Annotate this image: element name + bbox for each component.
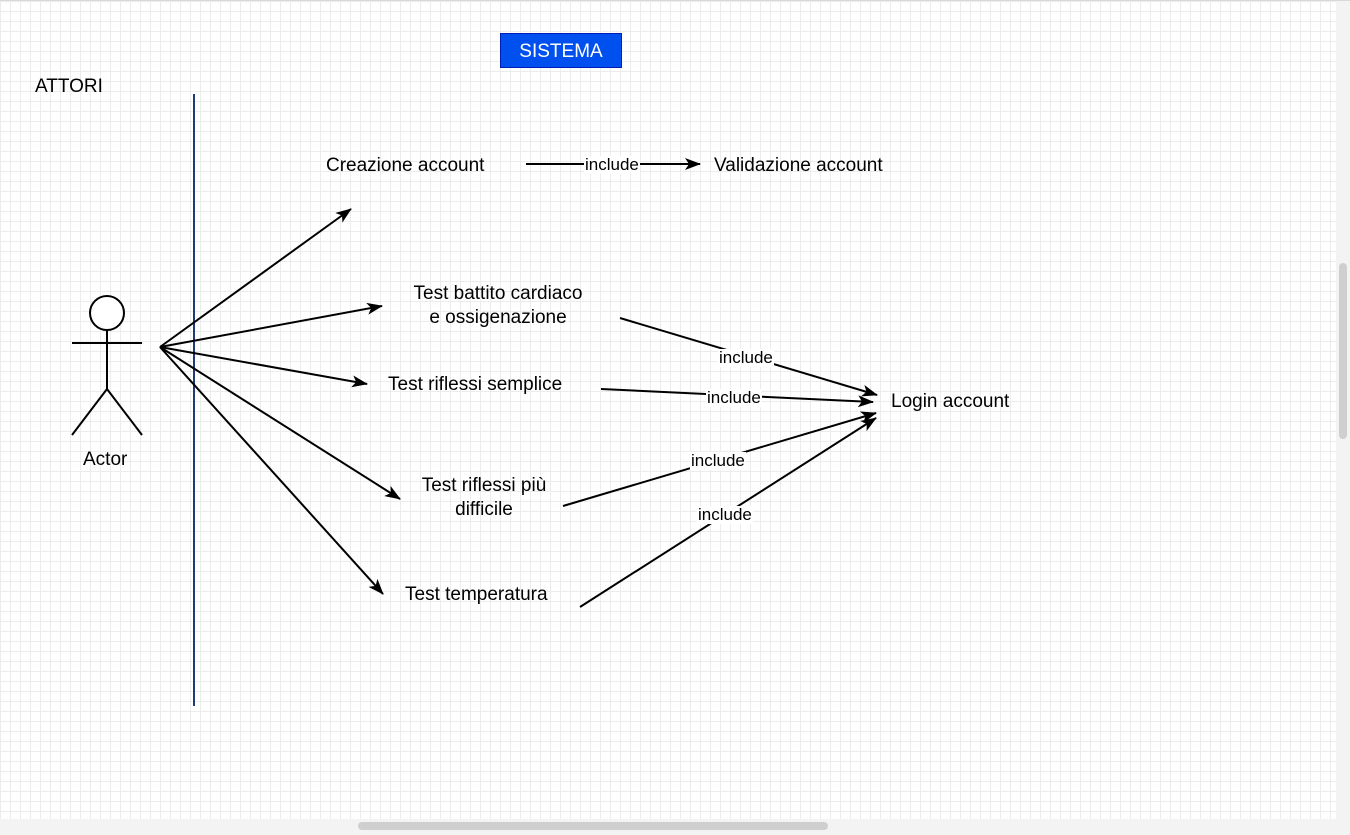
include-label-creazione-validazione: include	[584, 155, 640, 174]
actor-stick-figure[interactable]	[71, 295, 143, 436]
horizontal-scrollbar-thumb[interactable]	[358, 822, 828, 830]
use-case-test-battito[interactable]: Test battito cardiaco e ossigenazione	[398, 282, 598, 330]
include-label-riflessi-difficile-login: include	[690, 451, 746, 470]
use-case-test-battito-line1: Test battito cardiaco	[413, 283, 583, 304]
vertical-scrollbar-thumb[interactable]	[1339, 263, 1347, 439]
edge-actor-to-test-riflessi-difficile[interactable]	[159, 346, 401, 500]
use-case-test-riflessi-semplice[interactable]: Test riflessi semplice	[388, 374, 563, 395]
use-case-validazione-account[interactable]: Validazione account	[714, 155, 883, 176]
use-case-creazione-account[interactable]: Creazione account	[326, 155, 485, 176]
edge-actor-to-test-riflessi-semplice[interactable]	[159, 346, 368, 388]
diagram-edges	[71, 94, 878, 706]
use-case-test-battito-line2: e ossigenazione	[429, 307, 567, 328]
use-case-test-riflessi-difficile-line2: difficile	[455, 499, 513, 520]
use-case-test-temperatura[interactable]: Test temperatura	[405, 584, 548, 605]
include-label-riflessi-semplice-login: include	[706, 388, 762, 407]
edge-actor-to-test-battito[interactable]	[159, 302, 383, 348]
edge-actor-to-test-temperatura[interactable]	[159, 346, 384, 595]
system-label-box[interactable]: SISTEMA	[500, 33, 622, 68]
use-case-test-riflessi-difficile-line1: Test riflessi più	[421, 475, 547, 496]
use-case-login-account[interactable]: Login account	[891, 391, 1010, 412]
actors-heading: ATTORI	[35, 76, 103, 97]
actor-name-label: Actor	[83, 449, 128, 470]
include-label-temperatura-login: include	[697, 505, 753, 524]
include-label-battito-login: include	[718, 348, 774, 367]
use-case-test-riflessi-difficile[interactable]: Test riflessi più difficile	[404, 474, 564, 522]
edge-actor-to-creazione-account[interactable]	[159, 208, 352, 348]
